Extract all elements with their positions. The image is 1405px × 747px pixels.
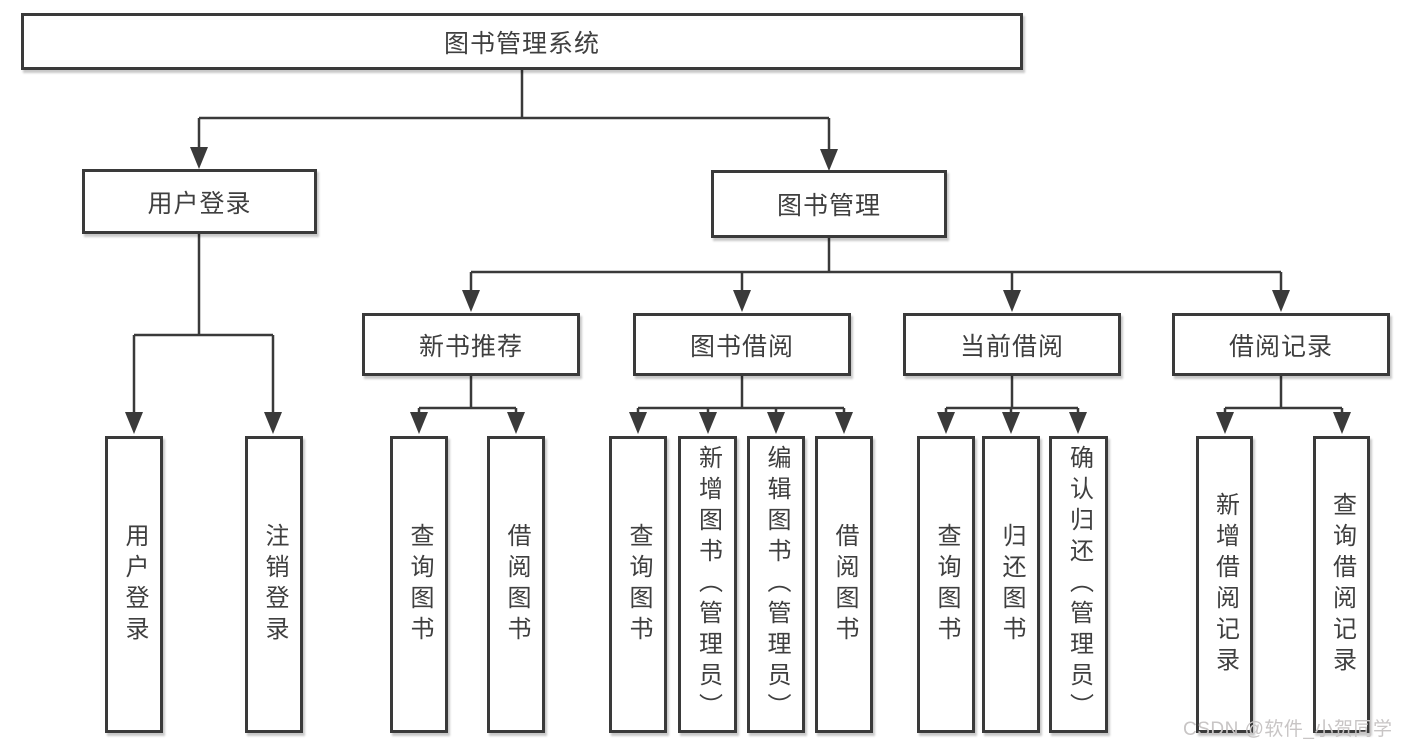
- node-leaf-logout: 注销登录: [245, 436, 303, 733]
- node-leaf-cb-query-books: 查询图书: [917, 436, 975, 733]
- node-book-borrow: 图书借阅: [633, 313, 851, 376]
- node-new-book-recommend: 新书推荐: [362, 313, 580, 376]
- node-leaf-br-add-record: 新增借阅记录: [1196, 436, 1253, 733]
- node-leaf-user-login: 用户登录: [105, 436, 163, 733]
- node-current-borrow: 当前借阅: [903, 313, 1121, 376]
- node-leaf-cb-confirm-return-admin: 确认归还（管理员）: [1049, 436, 1108, 733]
- node-book-management: 图书管理: [711, 170, 947, 238]
- node-leaf-bb-query-books: 查询图书: [609, 436, 667, 733]
- node-borrow-record: 借阅记录: [1172, 313, 1390, 376]
- node-root-system: 图书管理系统: [21, 13, 1023, 70]
- node-leaf-nbr-borrow-books: 借阅图书: [487, 436, 545, 733]
- node-leaf-bb-add-books-admin: 新增图书（管理员）: [678, 436, 737, 733]
- node-user-login: 用户登录: [82, 169, 317, 234]
- node-leaf-bb-borrow-books: 借阅图书: [815, 436, 873, 733]
- node-leaf-cb-return-books: 归还图书: [982, 436, 1040, 733]
- node-leaf-nbr-query-books: 查询图书: [390, 436, 448, 733]
- node-leaf-bb-edit-books-admin: 编辑图书（管理员）: [747, 436, 805, 733]
- watermark: CSDN @软件_小贺同学: [1183, 719, 1393, 740]
- node-leaf-br-query-record: 查询借阅记录: [1313, 436, 1370, 733]
